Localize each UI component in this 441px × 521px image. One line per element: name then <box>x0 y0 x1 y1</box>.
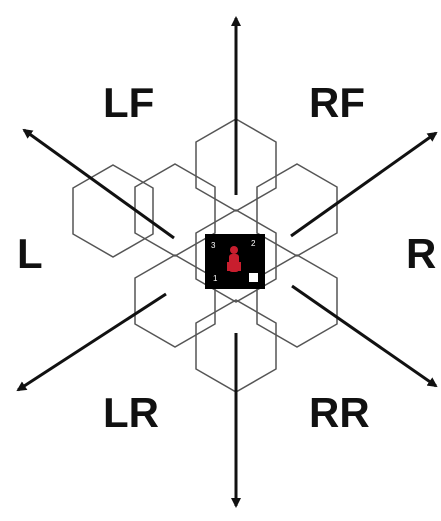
label-r: R <box>406 233 436 275</box>
hex-cell-upper-right <box>257 164 337 256</box>
tile-number-1: 1 <box>213 274 218 283</box>
marker-square-icon <box>249 273 258 282</box>
hex-cell-upper-left <box>135 164 215 256</box>
label-rr: RR <box>309 392 370 434</box>
label-rf: RF <box>309 82 365 124</box>
hex-cell-lower-right <box>257 255 337 347</box>
hex-cell-far-upper-left <box>73 165 153 257</box>
label-lr: LR <box>103 392 159 434</box>
hex-cell-lower-left <box>135 255 215 347</box>
center-tile: 3 2 1 <box>205 234 265 289</box>
arrow-right-front <box>291 133 436 236</box>
tile-number-3: 3 <box>211 241 216 250</box>
label-l: L <box>17 233 43 275</box>
label-lf: LF <box>103 82 154 124</box>
arrow-left-rear <box>18 294 166 390</box>
arrow-right-rear <box>292 286 436 386</box>
tile-number-2: 2 <box>251 239 256 248</box>
arrow-left-front <box>24 130 174 238</box>
